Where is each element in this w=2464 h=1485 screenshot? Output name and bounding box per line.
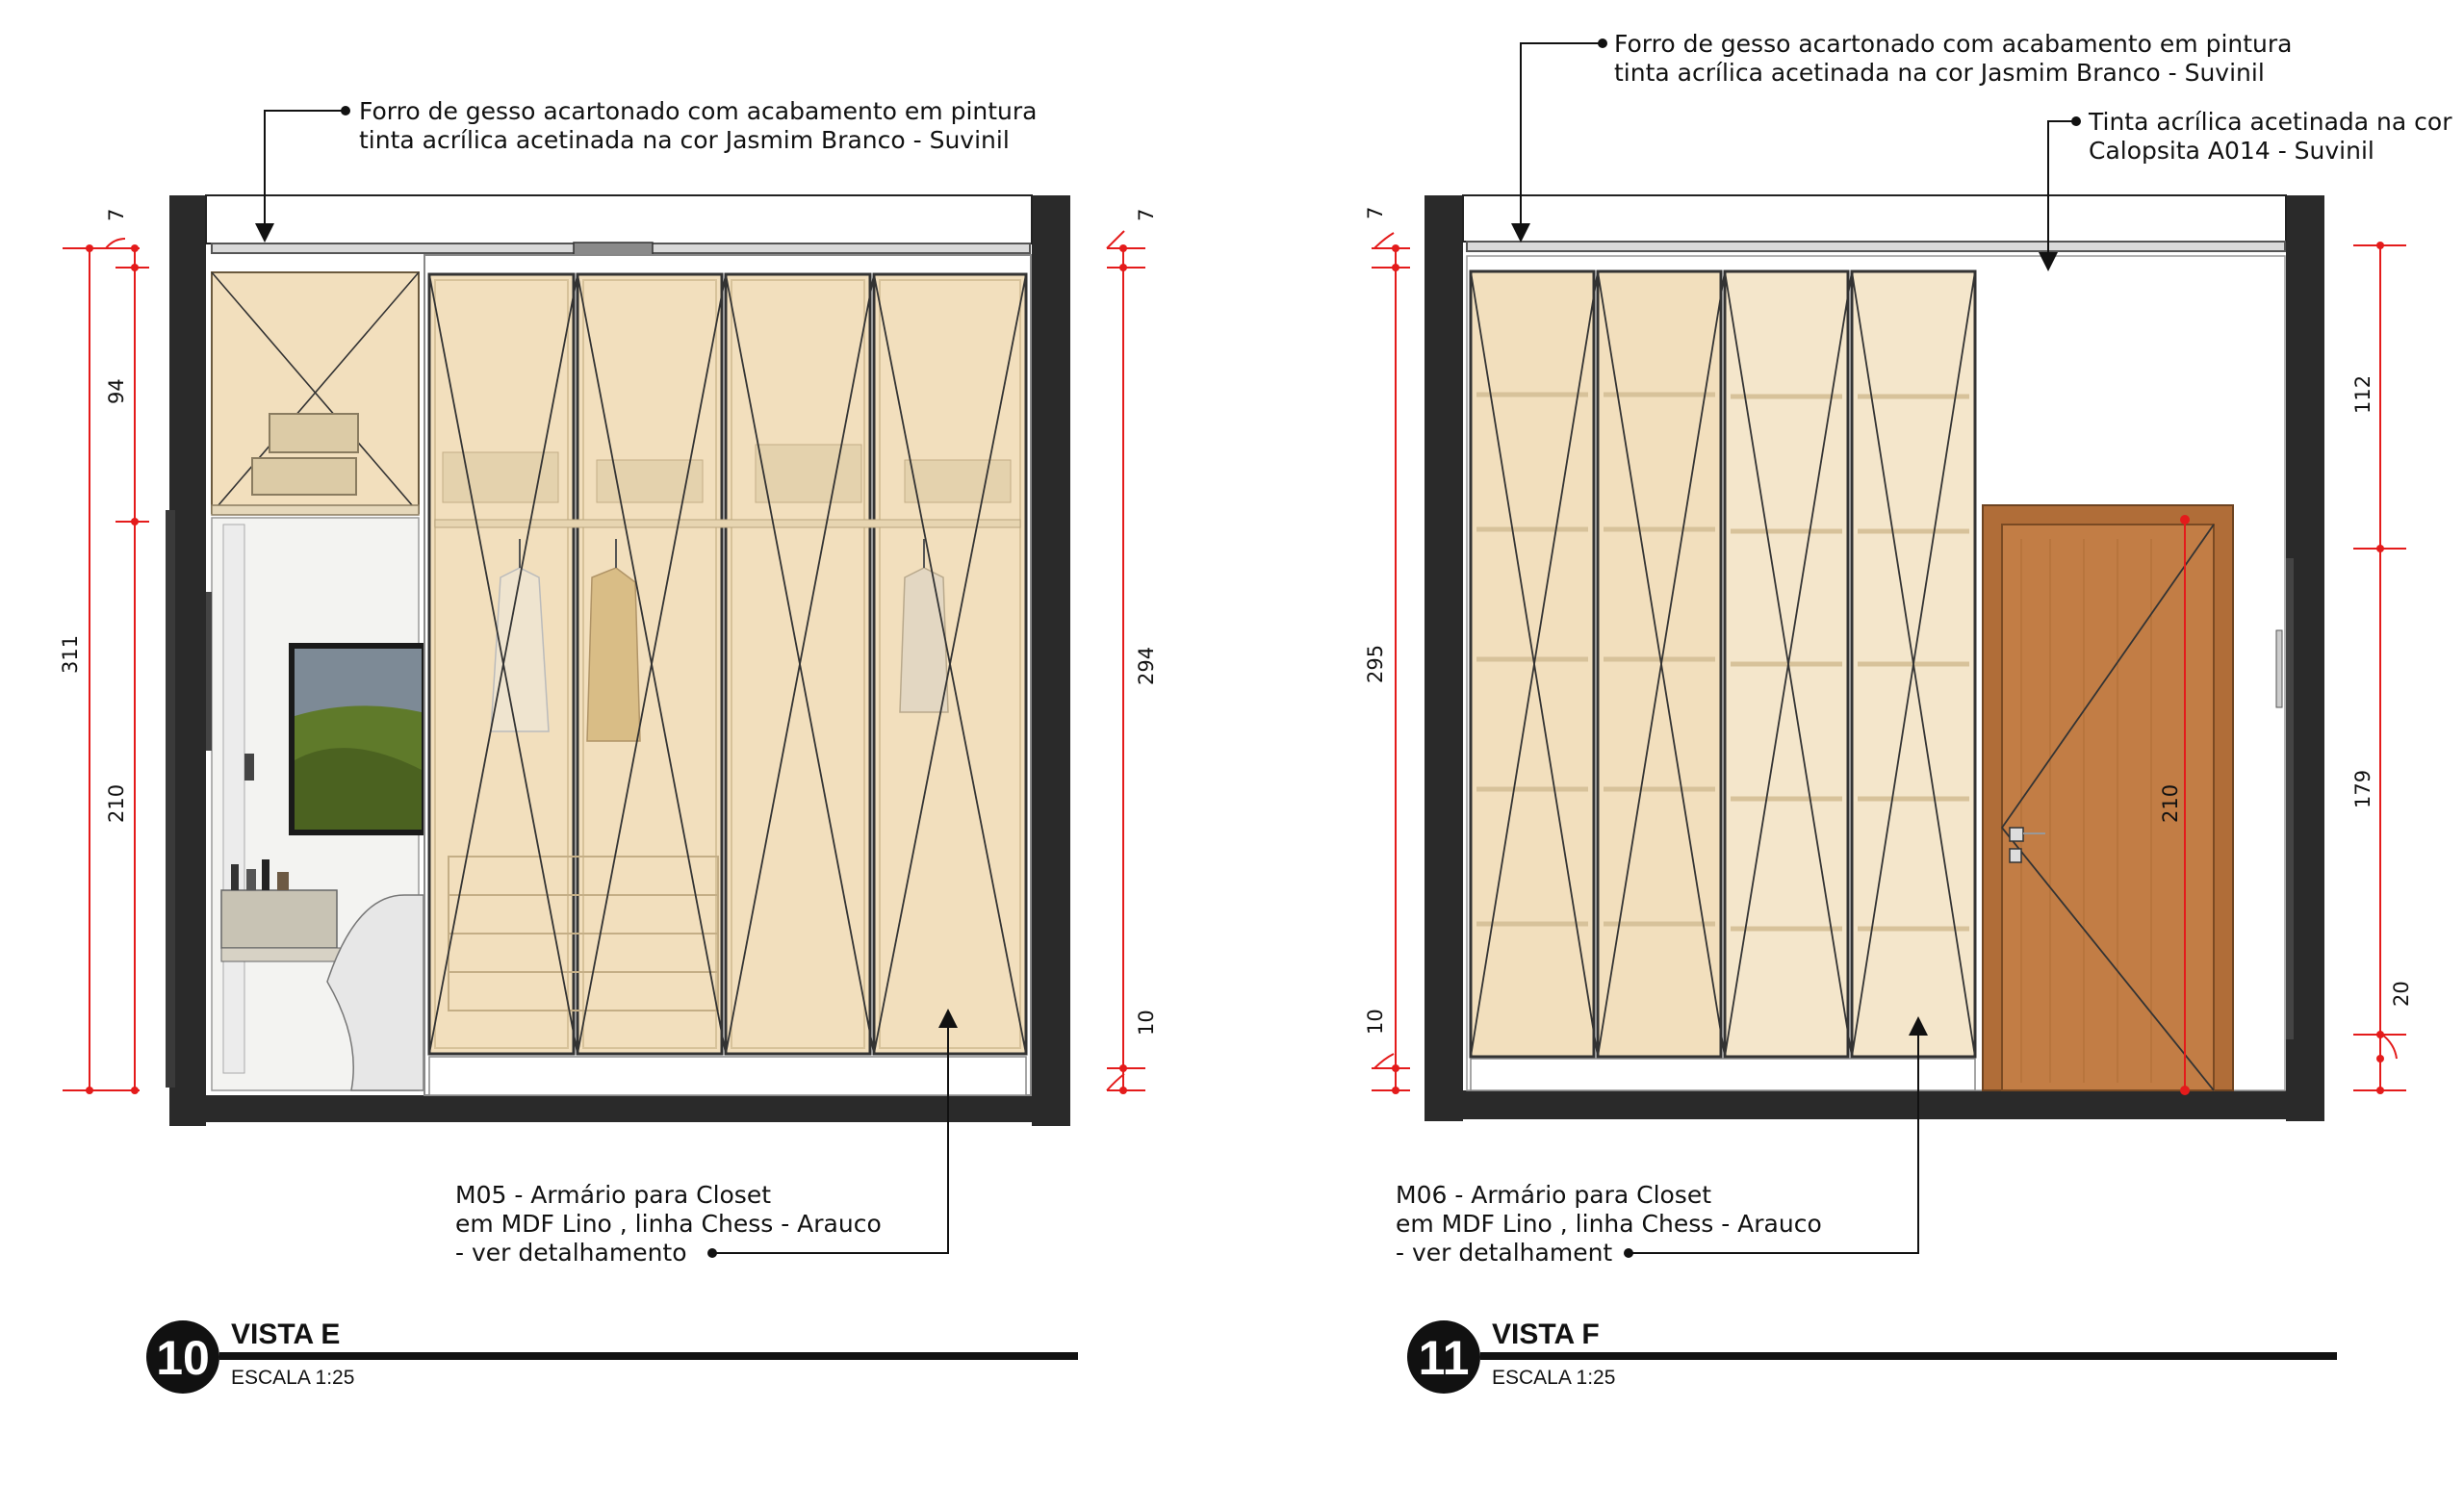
dim-f-right-upper: 112 (2351, 375, 2374, 414)
dim-f-left-top: 7 (1364, 207, 1387, 219)
dim-f-left-main: 295 (1364, 645, 1387, 683)
dim-e-right-top: 7 (1135, 209, 1158, 221)
note-top-e-line2: tinta acrílica acetinada na cor Jasmim B… (359, 126, 1010, 154)
dim-f-left-bottom: 10 (1364, 1009, 1387, 1035)
niche-shelf-e (211, 504, 420, 516)
dim-e-top: 7 (105, 209, 128, 221)
vanity-counter-e (220, 889, 338, 949)
dimensions-left-f (1372, 232, 1410, 1091)
note-bottom-e-line2: em MDF Lino , linha Chess - Arauco (455, 1210, 882, 1238)
wall-left-f (1424, 195, 1463, 1121)
dim-e-right-bottom: 10 (1135, 1010, 1158, 1036)
view-title-e: VISTA E (231, 1319, 340, 1350)
view-number-badge-f (1407, 1320, 1480, 1394)
dim-f-right-bottom: 20 (2390, 981, 2413, 1007)
wall-right-e (1032, 195, 1070, 1126)
ceiling-rail-f (1466, 241, 2286, 252)
ceiling-outline-f (1462, 194, 2287, 243)
wardrobe-doors-f (1469, 269, 1977, 1059)
floor-slab-e (169, 1095, 1070, 1122)
note-paint-f-line1: Tinta acrílica acetinada na cor (2088, 108, 2452, 136)
note-top-f-line1: Forro de gesso acartonado com acabamento… (1614, 30, 2293, 58)
floor-slab-f (1424, 1090, 2324, 1119)
view-e: Forro de gesso acartonado com acabamento… (59, 97, 1158, 1394)
wall-left-e (169, 195, 206, 1126)
note-top-f-line2: tinta acrílica acetinada na cor Jasmim B… (1614, 59, 2265, 87)
note-bottom-f-line2: em MDF Lino , linha Chess - Arauco (1396, 1210, 1822, 1238)
dim-e-upper: 94 (105, 378, 128, 404)
note-bottom-f-line1: M06 - Armário para Closet (1396, 1181, 1711, 1209)
dim-e-total: 311 (59, 635, 82, 674)
ceiling-outline-e (205, 194, 1033, 244)
note-bottom-e-line1: M05 - Armário para Closet (455, 1181, 771, 1209)
wooden-door-leaf (2001, 524, 2215, 1091)
storage-box-icon (269, 413, 359, 453)
view-number-f: 11 (1419, 1331, 1470, 1385)
wardrobe-plinth-e (428, 1056, 1027, 1096)
dimensions-left-e (63, 238, 149, 1091)
view-number-badge-e (146, 1320, 219, 1394)
dim-e-lower: 210 (105, 784, 128, 823)
note-top-e-line1: Forro de gesso acartonado com acabamento… (359, 97, 1038, 125)
dim-f-right-lower: 179 (2351, 770, 2374, 808)
dimensions-right-f (2353, 244, 2406, 1091)
wardrobe-plinth-f (1470, 1058, 1976, 1091)
view-scale-e: ESCALA 1:25 (231, 1367, 354, 1389)
mirror-strip-e (222, 524, 245, 1074)
note-bottom-e-line3: - ver detalhamento (455, 1239, 687, 1267)
view-number-e: 10 (156, 1331, 210, 1385)
dim-f-door: 210 (2159, 784, 2182, 823)
view-f: 210 Forro de gesso acartonado com acabam… (1364, 30, 2452, 1394)
door-handle-icon (2009, 827, 2024, 842)
view-scale-f: ESCALA 1:25 (1492, 1367, 1615, 1389)
view-title-f: VISTA F (1492, 1319, 1600, 1350)
note-paint-f-line2: Calopsita A014 - Suvinil (2089, 137, 2374, 165)
dim-e-right-main: 294 (1135, 647, 1158, 685)
ceiling-light-e (573, 242, 654, 256)
note-bottom-f-line3: - ver detalhament (1396, 1239, 1612, 1267)
wardrobe-doors-e (427, 272, 1028, 1056)
